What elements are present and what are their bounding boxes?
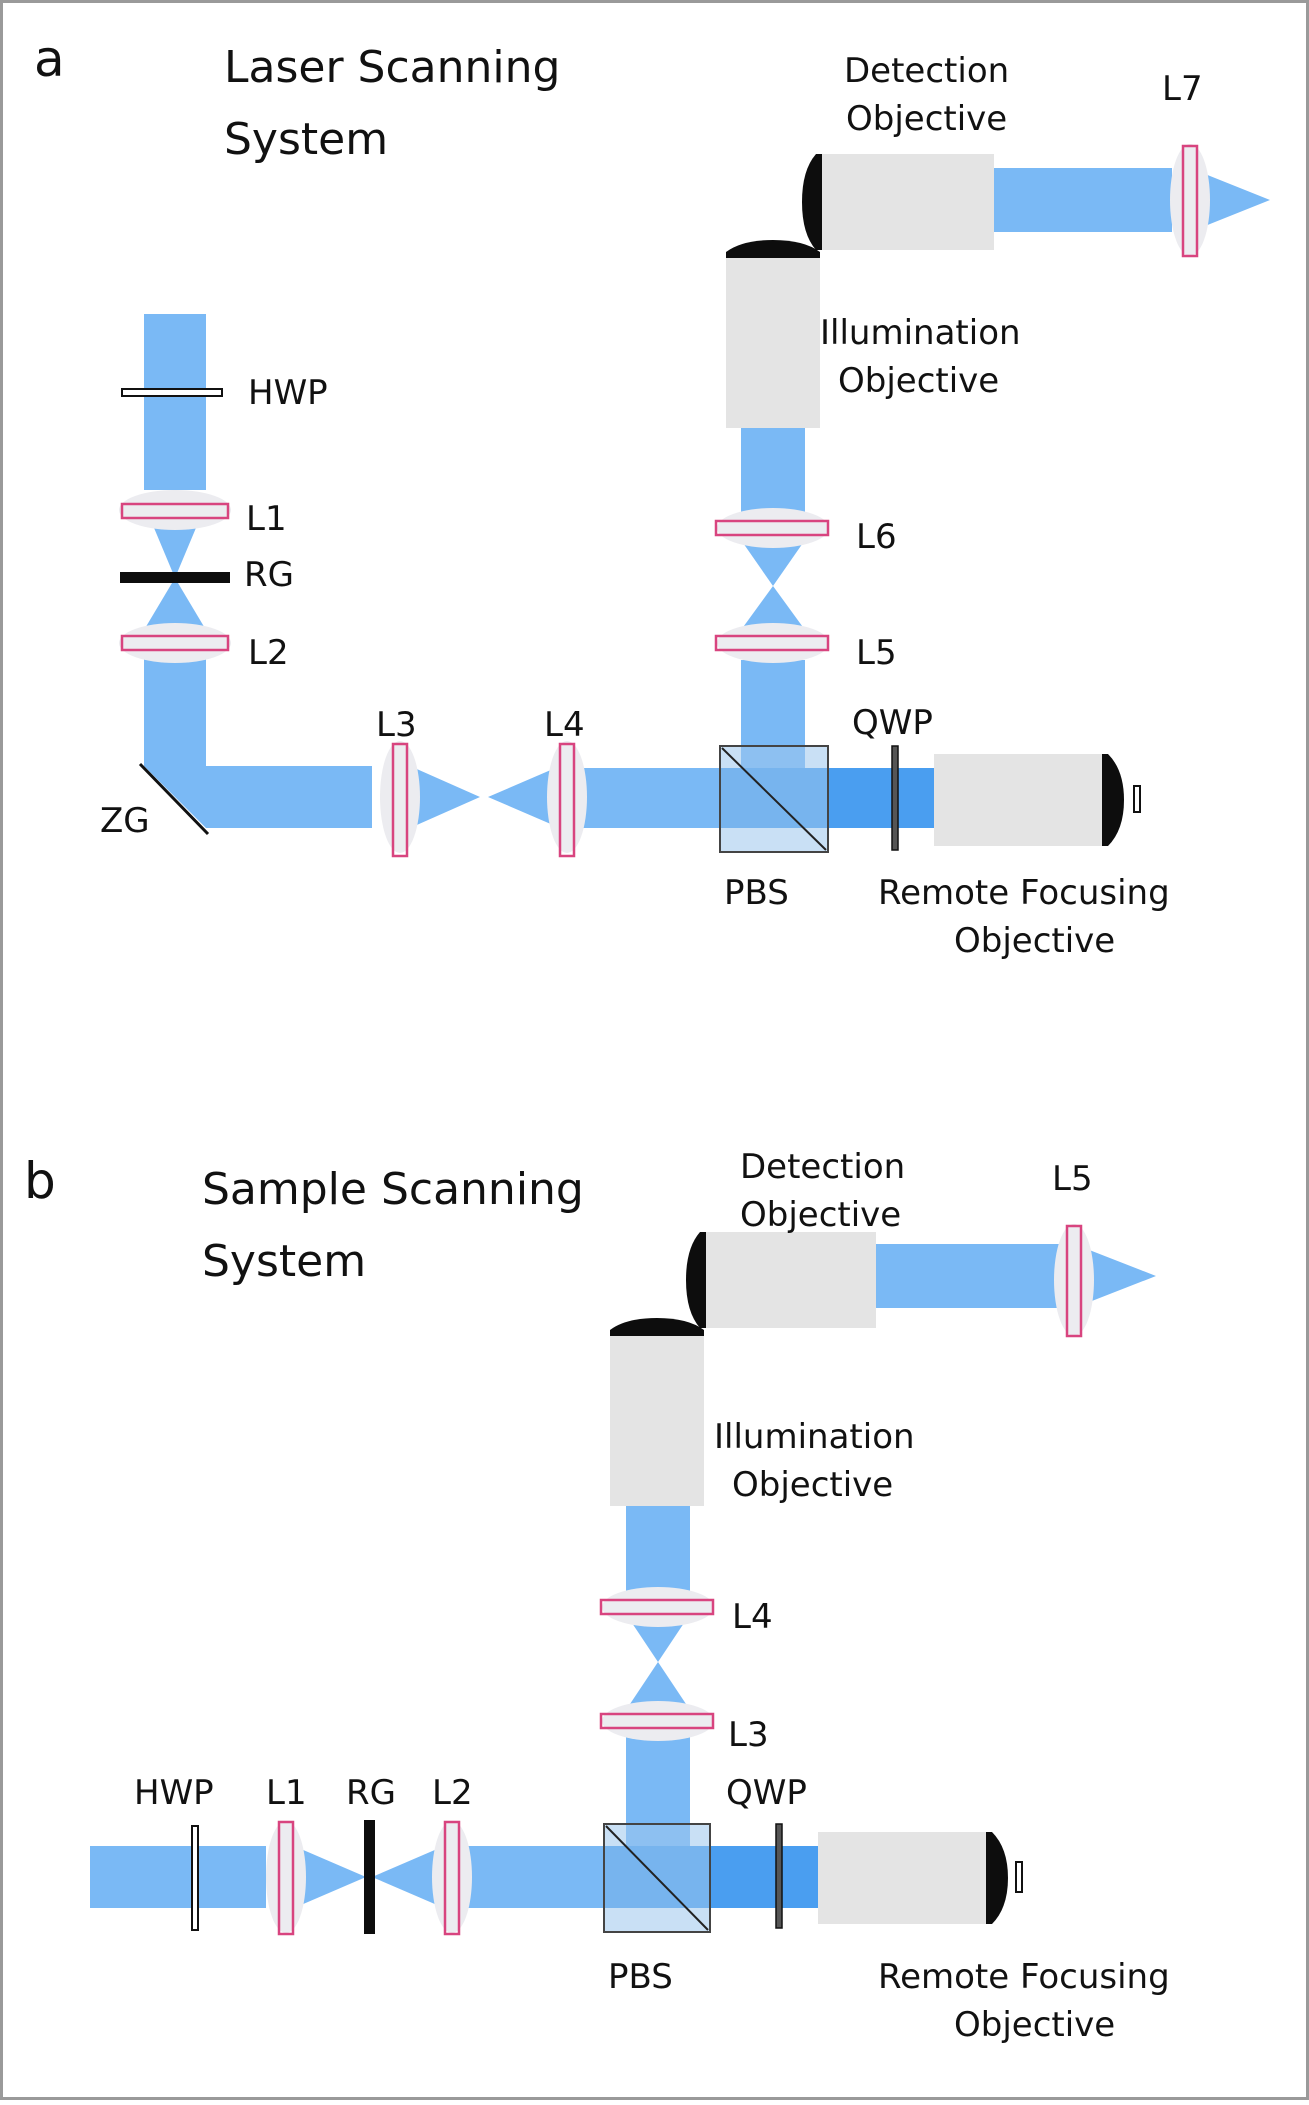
lens-b-l4: [599, 1587, 715, 1627]
lens-a-l6: [714, 508, 830, 548]
beam-a-focus-l3-l4: [410, 766, 480, 828]
label-b-detect-line2: Objective: [740, 1195, 901, 1235]
panel-a-letter: a: [34, 30, 65, 88]
rg-b-grating: [364, 1820, 375, 1934]
panel-a-beam-path: [144, 168, 1270, 828]
beam-b-detection-out: [876, 1244, 1074, 1308]
label-a-hwp: HWP: [248, 373, 328, 413]
pbs-b-cube: [603, 1823, 711, 1933]
label-a-illum-line1: Illumination: [820, 313, 1021, 353]
zg-a-mirror: [138, 762, 210, 836]
label-a-l7: L7: [1162, 69, 1203, 109]
qwp-a-plate: [891, 745, 899, 851]
lens-a-l7: [1170, 144, 1210, 258]
label-a-l4: L4: [544, 705, 585, 745]
beam-a-input-vertical: [144, 314, 206, 490]
beam-b-focus-rg-l2: [372, 1846, 444, 1908]
label-b-qwp: QWP: [726, 1773, 807, 1813]
beam-b-input: [90, 1846, 266, 1908]
label-a-detect-line1: Detection: [844, 51, 1009, 91]
panel-b-title-line1: Sample Scanning: [202, 1164, 584, 1215]
lens-a-l1: [119, 490, 231, 530]
illumination-objective-a: [726, 240, 820, 428]
panel-a-title-line2: System: [224, 114, 388, 165]
remote-objective-b: [818, 1832, 1023, 1924]
label-b-illum-line1: Illumination: [714, 1417, 915, 1457]
beam-b-focus-l1-rg: [294, 1846, 366, 1908]
lens-a-l3: [380, 741, 420, 858]
label-b-remote-line2: Objective: [954, 2005, 1115, 2045]
rg-a-grating: [120, 572, 230, 583]
label-a-l5: L5: [856, 633, 897, 673]
beam-a-focus-l5: [741, 586, 805, 630]
beam-b-to-pbs: [462, 1846, 604, 1908]
label-a-illum-line2: Objective: [838, 361, 999, 401]
beam-b-focus-l3: [626, 1662, 690, 1710]
lens-b-l2: [432, 1820, 472, 1936]
beam-a-focus-l4: [488, 766, 560, 828]
beam-a-to-pbs: [582, 768, 720, 828]
label-b-hwp: HWP: [134, 1773, 214, 1813]
label-b-remote-line1: Remote Focusing: [878, 1957, 1170, 1997]
label-a-pbs: PBS: [724, 873, 789, 913]
beam-b-final-focus: [1074, 1244, 1156, 1308]
hwp-b-plate: [191, 1825, 199, 1931]
label-a-l3: L3: [376, 705, 417, 745]
label-b-l2: L2: [432, 1773, 473, 1813]
label-a-rg: RG: [244, 555, 294, 595]
label-b-pbs: PBS: [608, 1957, 673, 1997]
detection-objective-a: [802, 154, 994, 250]
panel-a-title-line1: Laser Scanning: [224, 42, 560, 93]
label-b-l1: L1: [266, 1773, 307, 1813]
hwp-a-plate: [121, 388, 223, 397]
panel-a: a Laser Scanning System HWP L1 RG L2 ZG …: [34, 30, 1270, 961]
beam-a-detection-out: [994, 168, 1172, 232]
beam-a-focus-rg-l2: [144, 578, 206, 630]
label-a-qwp: QWP: [852, 703, 933, 743]
beam-a-final-focus: [1190, 168, 1270, 232]
pbs-a-cube: [719, 745, 829, 853]
illumination-objective-b: [610, 1318, 704, 1506]
label-a-l2: L2: [248, 633, 289, 673]
beam-a-to-illum: [741, 426, 805, 512]
label-b-l3: L3: [728, 1715, 769, 1755]
label-a-remote-line1: Remote Focusing: [878, 873, 1170, 913]
label-b-illum-line2: Objective: [732, 1465, 893, 1505]
beam-a-elbow-zg: [144, 644, 372, 828]
label-b-l5: L5: [1052, 1159, 1093, 1199]
label-b-l4: L4: [732, 1597, 773, 1637]
label-a-detect-line2: Objective: [846, 99, 1007, 139]
label-b-detect-line1: Detection: [740, 1147, 905, 1187]
label-a-remote-line2: Objective: [954, 921, 1115, 961]
label-b-rg: RG: [346, 1773, 396, 1813]
lens-a-l5: [714, 623, 830, 663]
panel-b-title-line2: System: [202, 1236, 366, 1287]
qwp-b-plate: [775, 1823, 783, 1929]
lens-b-l5: [1054, 1224, 1094, 1338]
lens-b-l1: [266, 1820, 306, 1936]
lens-a-l4: [547, 741, 587, 858]
panel-b: b Sample Scanning System HWP L1 RG L2 PB…: [24, 1147, 1170, 2045]
panel-b-letter: b: [24, 1152, 56, 1210]
beam-a-focus-l6: [741, 540, 805, 586]
detection-objective-b: [686, 1232, 876, 1328]
label-a-l1: L1: [246, 499, 287, 539]
lens-b-l3: [599, 1701, 715, 1741]
label-a-l6: L6: [856, 517, 897, 557]
remote-objective-a: [934, 754, 1141, 846]
lens-a-l2: [119, 623, 231, 663]
label-a-zg: ZG: [100, 801, 150, 841]
